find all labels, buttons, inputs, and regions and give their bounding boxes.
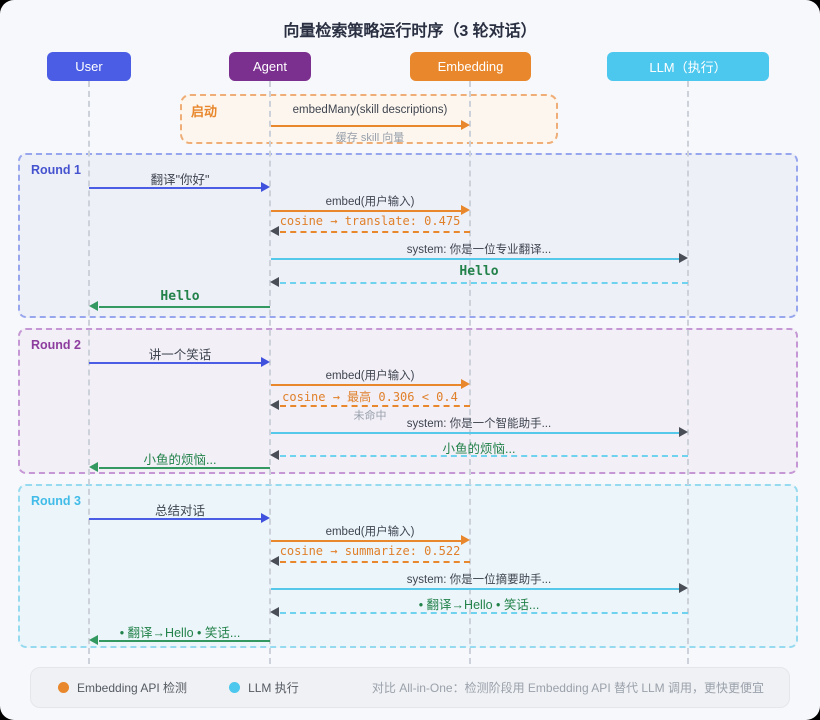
- r3-agent-to-user-arrow: [99, 640, 270, 642]
- r2-user-to-agent-arrow: [89, 362, 261, 364]
- r3-user-message-label: 总结对话: [154, 504, 206, 518]
- r1-agent-to-user-arrow: [99, 306, 270, 308]
- r3-agent-to-llm-arrow: [271, 588, 679, 590]
- actor-agent: Agent: [229, 52, 311, 81]
- round-2-box: [18, 328, 798, 474]
- r3-embed-call-label: embed(用户输入): [325, 526, 415, 538]
- lifeline-llm: [687, 81, 689, 664]
- r3-llm-response-label: • 翻译→Hello • 笑话...: [418, 598, 540, 612]
- actor-llm: LLM（执行）: [607, 52, 769, 81]
- r3-arrowhead-icon: [679, 583, 688, 593]
- startup-arrowhead-icon: [461, 120, 470, 130]
- lifeline-embedding: [469, 81, 471, 664]
- legend-label: Embedding API 检测: [77, 681, 188, 695]
- r3-arrowhead-icon: [461, 535, 470, 545]
- r3-embedding-return-arrow: [280, 561, 470, 563]
- r2-agent-to-embedding-arrow: [271, 384, 461, 386]
- legend-bar: Embedding API 检测 LLM 执行 对比 All-in-One：检测…: [30, 667, 790, 708]
- r2-arrowhead-icon: [461, 379, 470, 389]
- actor-user: User: [47, 52, 131, 81]
- actor-embedding: Embedding: [410, 52, 531, 81]
- r3-user-response-label: • 翻译→Hello • 笑话...: [119, 626, 241, 640]
- r3-embed-result-label: cosine → summarize: 0.522: [279, 544, 461, 558]
- r3-llm-call-label: system: 你是一位摘要助手...: [406, 574, 552, 586]
- r2-embed-call-label: embed(用户输入): [325, 370, 415, 382]
- round-3-label: Round 3: [31, 494, 81, 508]
- r3-agent-to-embedding-arrow: [271, 540, 461, 542]
- r2-agent-to-llm-arrow: [271, 432, 679, 434]
- r1-embed-result-label: cosine → translate: 0.475: [279, 214, 461, 228]
- r1-llm-call-label: system: 你是一位专业翻译...: [406, 244, 552, 256]
- legend-item-llm: LLM 执行: [229, 679, 299, 696]
- r2-embed-result-label: cosine → 最高 0.306 < 0.4: [282, 390, 458, 404]
- r3-arrowhead-icon: [261, 513, 270, 523]
- startup-label: 启动: [191, 104, 218, 119]
- r3-arrowhead-icon: [270, 556, 279, 566]
- r1-arrowhead-icon: [261, 182, 270, 192]
- r1-llm-response-label: Hello: [459, 264, 499, 279]
- embedding-dot-icon: [58, 682, 69, 693]
- r3-arrowhead-icon: [270, 607, 279, 617]
- r2-user-message-label: 讲一个笑话: [148, 348, 212, 362]
- diagram-title: 向量检索策略运行时序（3 轮对话）: [283, 23, 537, 40]
- startup-arrow: [271, 125, 461, 127]
- r3-user-to-agent-arrow: [89, 518, 261, 520]
- r1-user-response-label: Hello: [160, 289, 200, 304]
- lifeline-agent: [269, 81, 271, 664]
- round-2-label: Round 2: [31, 338, 81, 352]
- r2-user-response-label: 小鱼的烦恼...: [143, 453, 217, 467]
- r1-arrowhead-icon: [89, 301, 98, 311]
- r1-agent-to-embedding-arrow: [271, 210, 461, 212]
- r2-arrowhead-icon: [270, 400, 279, 410]
- r1-arrowhead-icon: [270, 277, 279, 287]
- r2-arrowhead-icon: [261, 357, 270, 367]
- legend-label: LLM 执行: [248, 681, 299, 695]
- r1-user-to-agent-arrow: [89, 187, 261, 189]
- r1-llm-return-arrow: [280, 282, 688, 284]
- r2-llm-return-arrow: [280, 455, 688, 457]
- r1-embed-call-label: embed(用户输入): [325, 196, 415, 208]
- r2-arrowhead-icon: [679, 427, 688, 437]
- legend-item-embedding: Embedding API 检测: [58, 679, 187, 696]
- round-1-label: Round 1: [31, 163, 81, 177]
- lifeline-user: [88, 81, 90, 664]
- r1-user-message-label: 翻译"你好": [150, 173, 210, 187]
- r2-llm-call-label: system: 你是一个智能助手...: [406, 418, 552, 430]
- startup-message-label: embedMany(skill descriptions): [292, 104, 448, 116]
- r2-embedding-return-arrow: [280, 405, 470, 407]
- r1-agent-to-llm-arrow: [271, 258, 679, 260]
- r1-arrowhead-icon: [679, 253, 688, 263]
- r3-llm-return-arrow: [280, 612, 688, 614]
- r1-embedding-return-arrow: [280, 231, 470, 233]
- r2-arrowhead-icon: [89, 462, 98, 472]
- r2-agent-to-user-arrow: [99, 467, 270, 469]
- round-1-box: [18, 153, 798, 318]
- r1-arrowhead-icon: [270, 226, 279, 236]
- startup-cache-note: 缓存 skill 向量: [335, 132, 405, 144]
- comparison-note: 对比 All-in-One：检测阶段用 Embedding API 替代 LLM…: [371, 681, 764, 695]
- r2-arrowhead-icon: [270, 450, 279, 460]
- r1-arrowhead-icon: [461, 205, 470, 215]
- llm-dot-icon: [229, 682, 241, 693]
- round-3-box: [18, 484, 798, 648]
- startup-box: [180, 94, 558, 144]
- r2-llm-response-label: 小鱼的烦恼...: [442, 442, 516, 456]
- r2-miss-note: 未命中: [353, 410, 387, 422]
- r3-arrowhead-icon: [89, 635, 98, 645]
